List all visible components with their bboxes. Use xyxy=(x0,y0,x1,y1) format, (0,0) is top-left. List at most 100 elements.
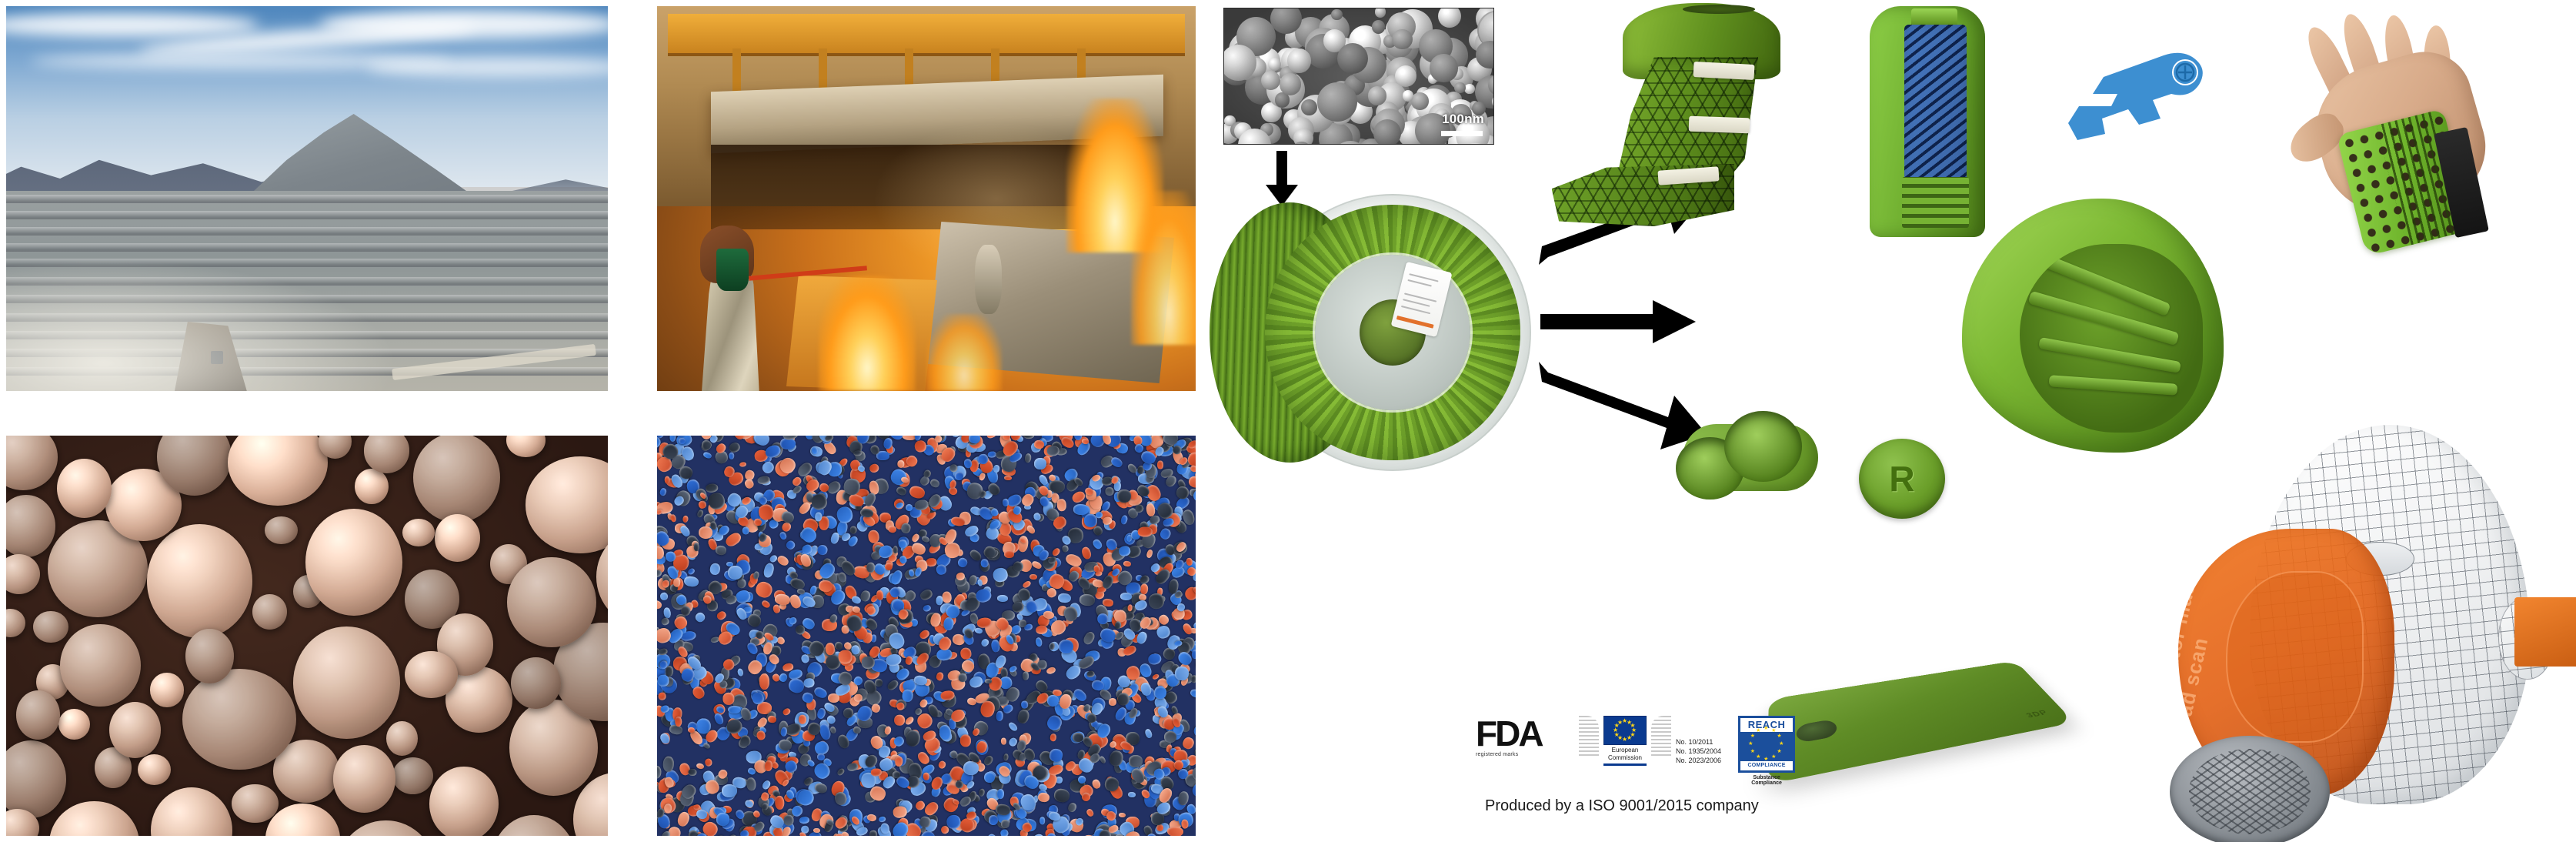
scale-bar-label: 100nm xyxy=(1442,112,1484,126)
resin-pellet xyxy=(704,757,713,767)
resin-pellet xyxy=(796,587,805,595)
shell-cavity xyxy=(2019,244,2203,433)
resin-pellet xyxy=(675,717,682,727)
reach-title: REACH xyxy=(1740,718,1794,732)
resin-pellet xyxy=(746,777,756,791)
nanoparticle xyxy=(1464,83,1475,95)
resin-pellet xyxy=(759,459,776,476)
resin-pellet xyxy=(686,566,696,576)
resin-pellet xyxy=(1081,630,1096,647)
resin-pellet xyxy=(899,522,912,534)
overhead-gantry xyxy=(668,14,1185,56)
powder-particle xyxy=(265,516,298,544)
metal-smelting-photo xyxy=(657,6,1196,391)
powder-particle xyxy=(507,557,596,647)
resin-pellet xyxy=(923,800,941,818)
resin-pellet xyxy=(902,689,914,703)
ladle-trunnion xyxy=(975,245,1002,314)
resin-pellet xyxy=(759,673,769,690)
resin-pellet xyxy=(1024,453,1033,464)
resin-pellet xyxy=(1159,526,1173,540)
nanoparticle xyxy=(1290,141,1312,144)
resin-pellet xyxy=(996,594,1009,603)
resin-pellet xyxy=(999,828,1009,836)
sky xyxy=(6,6,608,187)
resin-pellet xyxy=(1000,737,1006,746)
eu-star: ★ xyxy=(1756,754,1761,760)
resin-pellet xyxy=(1181,622,1194,637)
nanoparticle xyxy=(1430,54,1458,82)
resin-pellet xyxy=(1037,660,1047,670)
powder-particle xyxy=(6,609,26,638)
eu-star: ★ xyxy=(1750,749,1756,754)
nanoparticle xyxy=(1456,143,1493,144)
wrist-splint-on-hand xyxy=(2281,9,2544,256)
powder-particle xyxy=(402,518,435,546)
orthosis-strap xyxy=(1688,115,1750,134)
resin-pellet xyxy=(739,706,753,723)
resin-pellet xyxy=(816,752,826,761)
powder-particle xyxy=(60,623,142,707)
resin-pellet xyxy=(753,580,775,600)
resin-pellet xyxy=(806,758,816,768)
resin-pellet xyxy=(1033,439,1045,449)
resin-pellet xyxy=(736,667,745,677)
open-pit-mine-photo xyxy=(6,6,608,391)
nanoparticle xyxy=(1267,57,1281,71)
resin-pellet xyxy=(1037,792,1050,804)
resin-pellet xyxy=(722,693,735,705)
resin-pellet xyxy=(693,610,707,624)
nanoparticle xyxy=(1237,129,1271,144)
resin-pellet xyxy=(1028,831,1047,836)
resin-pellet xyxy=(1029,573,1038,580)
polymer-pellets-photo xyxy=(657,436,1196,836)
resin-pellet xyxy=(986,832,1000,836)
resin-pellet xyxy=(1105,487,1114,496)
resin-pellet xyxy=(869,463,880,474)
resin-pellet xyxy=(979,472,987,482)
resin-pellet xyxy=(695,763,705,771)
resin-pellet xyxy=(919,587,934,602)
resin-pellet xyxy=(886,678,900,693)
ec-regulation: No. 10/2011 xyxy=(1676,738,1713,746)
resin-pellet xyxy=(849,526,858,535)
powder-particle xyxy=(506,436,546,457)
raw-material-photo-grid xyxy=(0,0,1200,842)
nanoparticle xyxy=(1286,48,1312,73)
powder-particle xyxy=(293,626,400,740)
resin-pellet xyxy=(795,624,806,635)
resin-pellet xyxy=(657,599,663,610)
resin-pellet xyxy=(1061,544,1069,553)
resin-pellet xyxy=(1022,671,1029,680)
powder-particle xyxy=(156,436,232,496)
nanoparticle xyxy=(1279,73,1302,96)
iso-statement: Produced by a ISO 9001/2015 company xyxy=(1485,797,1759,814)
nanoparticle xyxy=(1336,42,1369,75)
powder-particle xyxy=(6,436,58,490)
mask-emboss-text: Respirator mask on head scan xyxy=(2177,536,2212,743)
nanoparticle xyxy=(1373,119,1402,144)
resin-pellet xyxy=(776,553,791,568)
resin-pellet xyxy=(660,616,670,626)
ribbed-shell xyxy=(1962,199,2224,453)
reach-logo: REACH ★★★★★★★★★★★★ COMPLIANCE Substance … xyxy=(1738,716,1796,786)
resin-pellet xyxy=(838,650,853,664)
resin-pellet xyxy=(682,515,689,524)
powder-particle xyxy=(392,757,433,794)
eu-flag: ★★★★★★★★★★★★ xyxy=(1603,716,1647,745)
dust-plume xyxy=(6,252,415,391)
powder-particle xyxy=(490,814,577,836)
resin-pellet xyxy=(907,484,926,500)
fda-wordmark: FDA xyxy=(1476,713,1544,753)
resin-pellet xyxy=(836,767,846,777)
ec-regulation: No. 1935/2004 xyxy=(1676,747,1722,755)
resin-pellet xyxy=(697,500,707,510)
ec-title-line2: Commission xyxy=(1607,754,1642,761)
flame xyxy=(819,276,916,391)
eu-star: ★ xyxy=(1622,736,1628,743)
ec-title-line1: European xyxy=(1611,747,1639,753)
nanoparticle xyxy=(1437,8,1461,28)
fda-subtitle: registered marks xyxy=(1476,752,1519,757)
resin-pellet xyxy=(936,759,947,770)
